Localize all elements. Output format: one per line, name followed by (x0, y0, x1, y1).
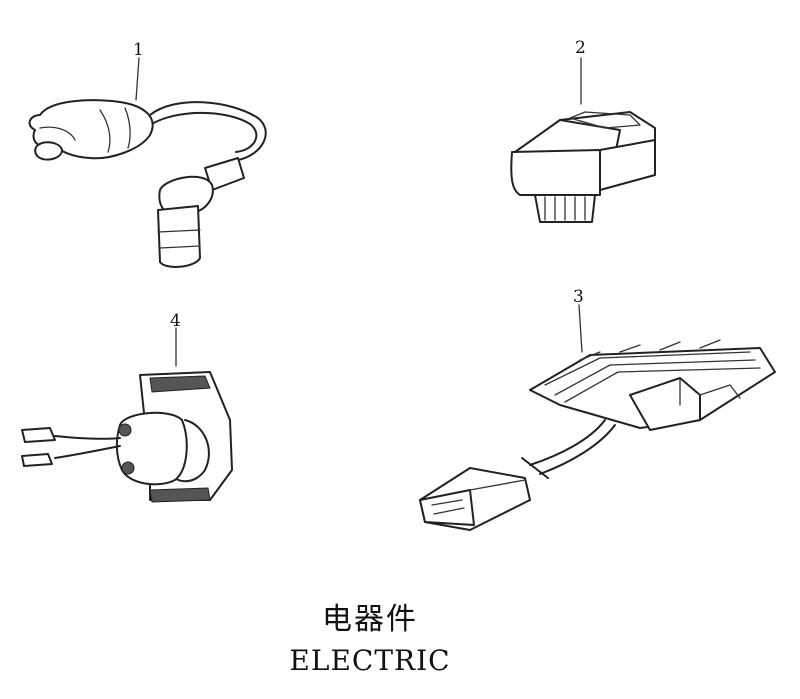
callout-line-3 (578, 304, 583, 353)
callout-1: 1 (133, 40, 144, 60)
callout-4: 4 (170, 311, 181, 331)
part-1-spark-plug-cap (28, 57, 267, 268)
callout-2: 2 (575, 38, 586, 58)
title-chinese: 电器件 (322, 602, 418, 637)
title-english: ELECTRIC (289, 644, 451, 677)
callout-3: 3 (573, 287, 584, 307)
part-3-regulator (419, 304, 776, 531)
callout-line-1 (135, 57, 140, 101)
part-4-ignition-coil (21, 327, 233, 503)
part-2-relay (510, 57, 656, 223)
